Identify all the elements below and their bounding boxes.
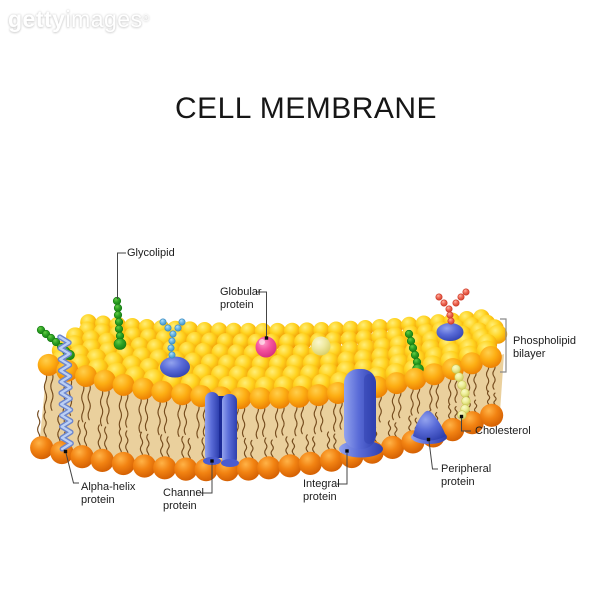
phospholipid-head-rows [51,309,508,398]
label-globular-protein: Globular protein [220,286,262,311]
label-peripheral-protein: Peripheral protein [441,463,492,488]
label-phospholipid-bilayer: Phospholipid bilayer [513,335,576,360]
label-integral-protein: Integral protein [303,478,340,503]
membrane-proteins [203,364,471,467]
watermark-images-text: images [65,6,143,32]
label-glycolipid: Glycolipid [127,247,175,259]
label-cholesterol: Cholesterol [475,425,531,437]
registered-mark-icon: ® [142,13,150,23]
label-channel-protein: Channel protein [163,487,204,512]
membrane-surface-items [36,288,470,378]
label-alpha-helix-protein: Alpha-helix protein [81,481,136,506]
leader-lines [63,252,507,494]
alpha-helix-coil [57,334,74,452]
gettyimages-watermark: gettyimages® [8,6,150,33]
watermark-getty-text: getty [8,6,66,32]
page-title: CELL MEMBRANE [174,92,438,125]
